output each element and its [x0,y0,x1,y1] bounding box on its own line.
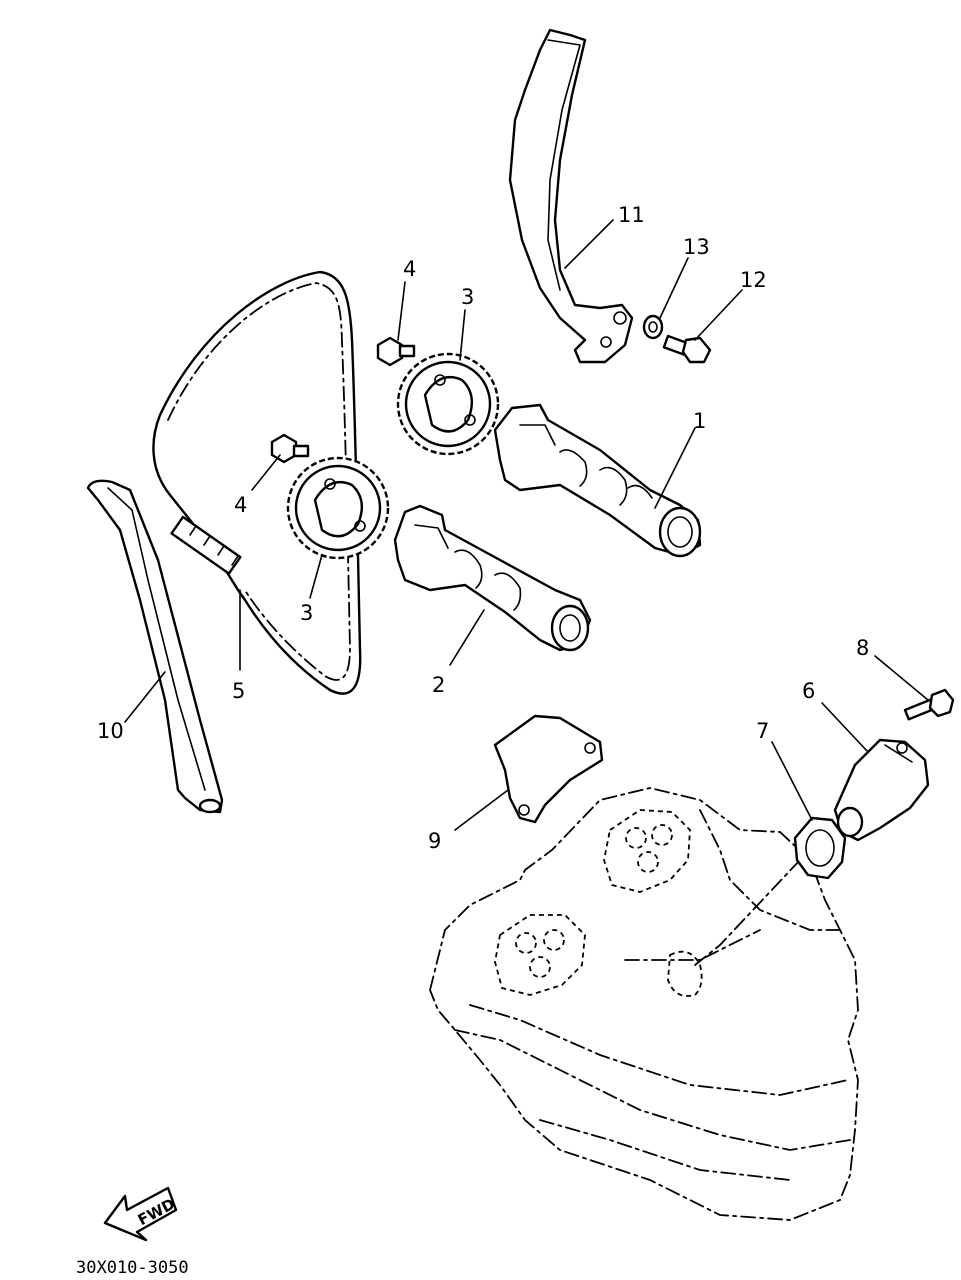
callout-13: 13 [683,235,710,259]
washer-part [642,314,664,340]
diagram-code: 30X010-3050 [76,1258,189,1278]
camshaft-part-2 [393,504,592,652]
bolt-lower [270,433,310,464]
gasket-part [793,816,847,880]
callout-3b: 3 [300,601,313,625]
camshaft-part-1 [493,403,702,558]
cover-plate-part [493,714,604,824]
cam-sprocket-lower [286,456,390,560]
callout-4a: 4 [403,257,416,281]
callout-12: 12 [740,268,767,292]
callout-11: 11 [618,203,645,227]
callout-8: 8 [856,636,869,660]
rocker-detail-lower [494,914,586,996]
cylinder-head-outline [429,787,859,1221]
chain-guide-part [86,479,224,814]
callout-5: 5 [232,679,245,703]
cam-sprocket-upper [396,352,500,456]
callout-10: 10 [97,719,124,743]
tensioner-guide-part [508,28,634,364]
tensioner-cap-bolt-part [903,688,955,721]
callout-7: 7 [756,719,769,743]
callout-labels: 1 2 3 3 4 4 5 6 7 8 9 10 11 12 13 [97,203,869,853]
callout-9: 9 [428,829,441,853]
cam-chain-links [170,515,242,575]
fwd-arrow-icon: FWD [103,1186,178,1242]
callout-1: 1 [693,409,706,433]
callout-6: 6 [802,679,815,703]
callout-2: 2 [432,673,445,697]
bolt-upper [376,336,416,367]
callout-3a: 3 [461,285,474,309]
tensioner-bolt-part [662,334,712,364]
rocker-detail-upper [603,809,691,893]
cam-chain [152,270,362,695]
callout-4b: 4 [234,493,247,517]
tensioner-part [833,738,930,842]
leader-lines [124,219,929,831]
